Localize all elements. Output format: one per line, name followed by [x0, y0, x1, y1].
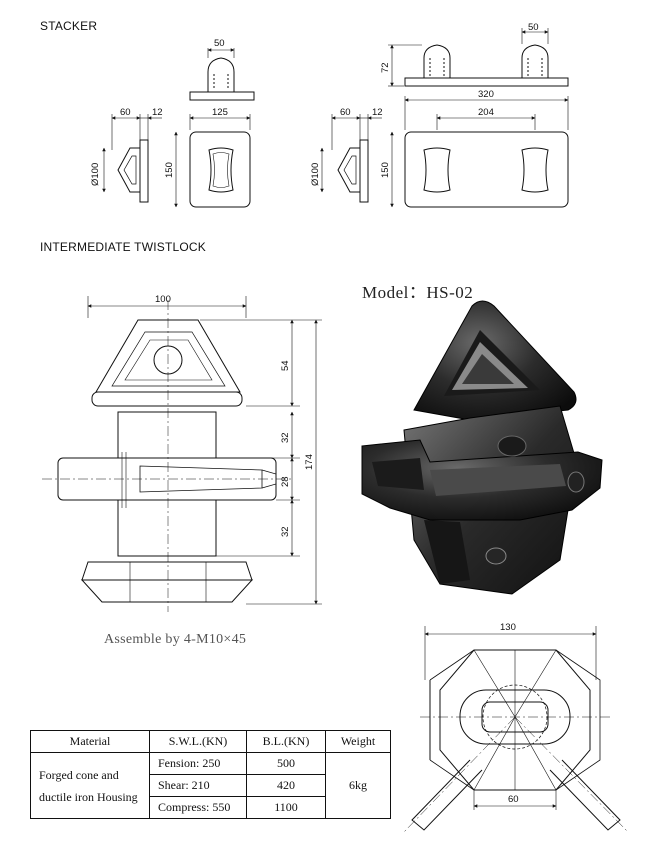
bl-cell: 500	[246, 752, 326, 775]
dim-twistlock-lower: 32	[280, 526, 291, 537]
col-bl: B.L.(KN)	[246, 730, 326, 753]
stacker-double-drawing	[320, 28, 569, 208]
dim-twistlock-cone: 54	[280, 360, 291, 371]
dim-twistlock-upper: 32	[280, 432, 291, 443]
table-header-row: Material S.W.L.(KN) B.L.(KN) Weight	[30, 730, 391, 753]
dim-double-overall: 320	[478, 89, 494, 100]
stacker-heading: STACKER	[40, 19, 98, 33]
col-weight: Weight	[325, 730, 391, 753]
dim-stacker-top-width: 50	[214, 38, 225, 49]
dim-twistlock-total: 174	[304, 454, 315, 470]
dim-twistlock-mid: 28	[280, 476, 291, 487]
twistlock-heading: INTERMEDIATE TWISTLOCK	[40, 240, 206, 254]
twistlock-bottom-drawing	[403, 626, 629, 833]
dim-stacker-base-width: 125	[212, 107, 228, 118]
table-row: Forged cone and ductile iron Housing Fen…	[30, 752, 391, 819]
bl-cell: 420	[246, 774, 326, 797]
dim-double-inner: 204	[478, 107, 494, 118]
material-line-1: Forged cone and	[39, 767, 119, 782]
model-label: Model：HS-02	[362, 283, 474, 302]
table-row: Compress: 550 1100	[31, 796, 391, 819]
assemble-note: Assemble by 4-M10×45	[104, 632, 247, 647]
dim-double-dia: Ø100	[310, 163, 321, 186]
dim-twistlock-width: 100	[155, 294, 171, 305]
col-material: Material	[30, 730, 150, 753]
dim-double-left-b: 12	[372, 107, 383, 118]
dim-bottom-slot: 60	[508, 794, 519, 805]
stacker-single-drawing	[102, 48, 255, 208]
dim-stacker-height: 150	[164, 162, 175, 178]
dim-stacker-dia: Ø100	[90, 163, 101, 186]
bl-cell: 1100	[246, 796, 326, 819]
swl-cell: Compress: 550	[149, 796, 247, 819]
col-swl: S.W.L.(KN)	[149, 730, 247, 753]
dim-double-top-width: 50	[528, 22, 539, 33]
dim-double-height: 150	[380, 162, 391, 178]
material-cell: Forged cone and ductile iron Housing	[30, 752, 150, 819]
dim-bottom-width: 130	[500, 622, 516, 633]
swl-cell: Shear: 210	[149, 774, 247, 797]
weight-cell: 6kg	[325, 752, 391, 819]
swl-cell: Fension: 250	[149, 752, 247, 775]
twistlock-photo	[361, 300, 603, 595]
twistlock-front-drawing	[42, 296, 322, 612]
material-line-2: ductile iron Housing	[39, 789, 138, 804]
dim-stacker-left-b: 12	[152, 107, 163, 118]
dim-double-top-height: 72	[380, 62, 391, 73]
dim-stacker-left-a: 60	[120, 107, 131, 118]
dim-double-left-a: 60	[340, 107, 351, 118]
spec-table: Material S.W.L.(KN) B.L.(KN) Weight Forg…	[30, 730, 391, 819]
